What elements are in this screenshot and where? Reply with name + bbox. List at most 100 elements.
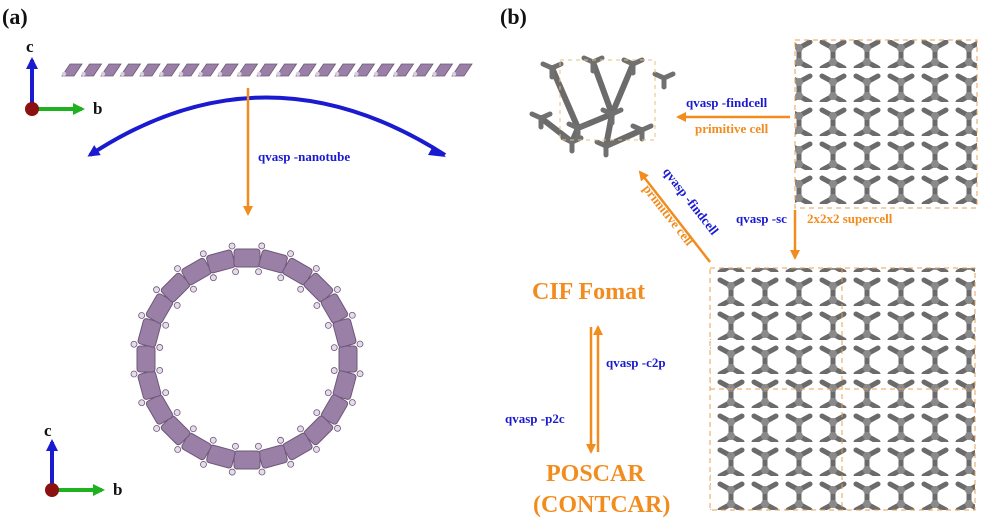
layer-atom [412, 71, 418, 77]
layer-segment [158, 63, 181, 77]
prim-node [560, 135, 584, 154]
tube-atom [348, 311, 356, 319]
tube-segment [282, 432, 313, 461]
tube-atom [153, 425, 161, 432]
layer-segment [295, 63, 317, 77]
layer-atom [120, 71, 125, 77]
prim-node [621, 57, 645, 76]
layer-segment [412, 63, 434, 77]
c2p-command: qvasp -c2p [606, 355, 666, 370]
tube-segment [160, 415, 191, 446]
tube-atom [228, 242, 236, 250]
conventional-cell-body [794, 39, 978, 209]
prim-node [630, 123, 654, 142]
layer-segment [197, 63, 220, 77]
tube-segment [320, 394, 349, 425]
layer-atom [61, 71, 67, 77]
layer-atom [217, 71, 223, 77]
supercell-label: 2x2x2 supercell [807, 211, 893, 226]
axis-b-label-bottom: b [113, 480, 123, 499]
tube-atom [277, 436, 285, 444]
tube-atom [232, 442, 239, 450]
axis-c-label-bottom: c [44, 421, 52, 440]
tube-atom [162, 389, 170, 397]
layer-atom [159, 71, 164, 77]
prim-node [600, 107, 624, 126]
bottom-axes [45, 439, 105, 497]
axis-b-label-top: b [93, 99, 103, 118]
tube-atom [232, 268, 239, 276]
tube-segment [181, 257, 212, 286]
prim-node [529, 111, 553, 130]
tube-segment [137, 318, 162, 348]
layer-atom [334, 71, 340, 77]
tube-segment [282, 257, 313, 286]
layer-segment [451, 63, 473, 77]
tube-atom [255, 268, 262, 276]
tube-atom [130, 340, 138, 348]
layer-segment [139, 63, 161, 77]
tube-atom [287, 460, 295, 468]
layer-atom [100, 71, 106, 77]
tube-atom [330, 344, 338, 351]
layer-atom [276, 71, 281, 77]
tube-segment [258, 444, 288, 469]
contcar-label: (CONTCAR) [533, 492, 671, 518]
layer-atom [81, 71, 86, 77]
tube-atom [348, 399, 356, 406]
origin-dot [25, 102, 39, 116]
tube-atom [297, 285, 305, 293]
axis-c-label-top: c [26, 37, 34, 56]
tube-segment [137, 370, 162, 400]
layer-segment [256, 63, 278, 77]
layer-atom [451, 71, 457, 77]
tube-atom [130, 370, 138, 378]
tube-atom [313, 445, 320, 453]
tube-atom [153, 286, 160, 294]
layer-segment [217, 63, 239, 77]
tube-atom [356, 370, 364, 378]
tube-atom [189, 425, 197, 433]
tube-segment [160, 272, 191, 303]
findcell-command: qvasp -findcell [686, 95, 768, 110]
layer-segment [334, 63, 356, 77]
layer-segment [431, 63, 454, 77]
prim-bond [609, 61, 636, 117]
tube-atom [199, 250, 207, 258]
tube-segment [206, 444, 236, 469]
poscar-label: POSCAR [546, 461, 645, 487]
tube-atom [156, 367, 164, 374]
layer-atom [393, 71, 398, 77]
tube-atom [258, 468, 266, 476]
conventional-cell-structure [794, 39, 978, 209]
top-axes [25, 57, 85, 116]
tube-atom [162, 321, 170, 329]
layer-atom [237, 71, 242, 77]
layer-segment [100, 63, 122, 77]
primitive-cell-structure [529, 55, 676, 158]
tube-atom [156, 344, 164, 351]
layer-atom [139, 71, 145, 77]
layer-atom [432, 71, 437, 77]
tube-atom [277, 274, 285, 282]
tube-atom [255, 442, 262, 450]
layer-segment [236, 63, 259, 77]
tube-atom [138, 312, 146, 319]
tube-segment [145, 293, 174, 324]
layer-segment [392, 63, 415, 77]
cif-format-label: CIF Fomat [532, 279, 646, 305]
tube-atom [173, 409, 181, 416]
layer-segment [353, 63, 376, 77]
tube-atom [333, 286, 341, 293]
tube-atom [174, 265, 181, 273]
layer-atom [198, 71, 203, 77]
tube-atom [287, 250, 294, 258]
tube-atom [190, 285, 197, 293]
prim-node [594, 139, 618, 158]
layer-segment [80, 63, 103, 77]
layer-segment [314, 63, 337, 77]
cif-findcell-arrow [638, 170, 711, 263]
tube-atom [324, 389, 332, 397]
prim-bond [549, 65, 581, 131]
prim-node [540, 61, 564, 80]
